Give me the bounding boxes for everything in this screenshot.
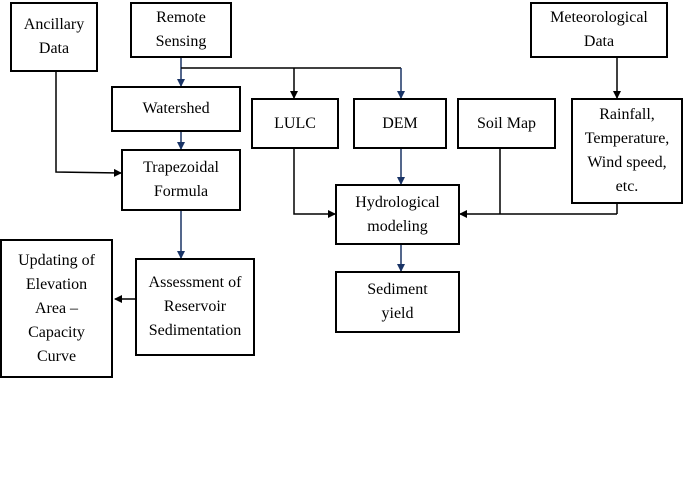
- rainfall-box: Rainfall, Temperature, Wind speed, etc.: [571, 98, 683, 204]
- lulc-box: LULC: [251, 98, 339, 149]
- soil-map-box: Soil Map: [457, 98, 556, 149]
- ancillary-data-box: Ancillary Data: [10, 2, 98, 72]
- sediment-yield-box: Sediment yield: [335, 271, 460, 333]
- hydrological-modeling-box: Hydrological modeling: [335, 184, 460, 245]
- trapezoidal-formula-box: Trapezoidal Formula: [121, 149, 241, 211]
- watershed-box: Watershed: [111, 86, 241, 132]
- arrow-ancillary-to-trapezoidal: [55, 72, 122, 177]
- remote-sensing-box: Remote Sensing: [130, 2, 232, 58]
- dem-box: DEM: [353, 98, 447, 149]
- assessment-box: Assessment of Reservoir Sedimentation: [135, 258, 255, 356]
- updating-curve-box: Updating of Elevation Area – Capacity Cu…: [0, 239, 113, 378]
- arrow-lulc-to-hydrological: [293, 149, 336, 218]
- meteorological-data-box: Meteorological Data: [530, 2, 668, 58]
